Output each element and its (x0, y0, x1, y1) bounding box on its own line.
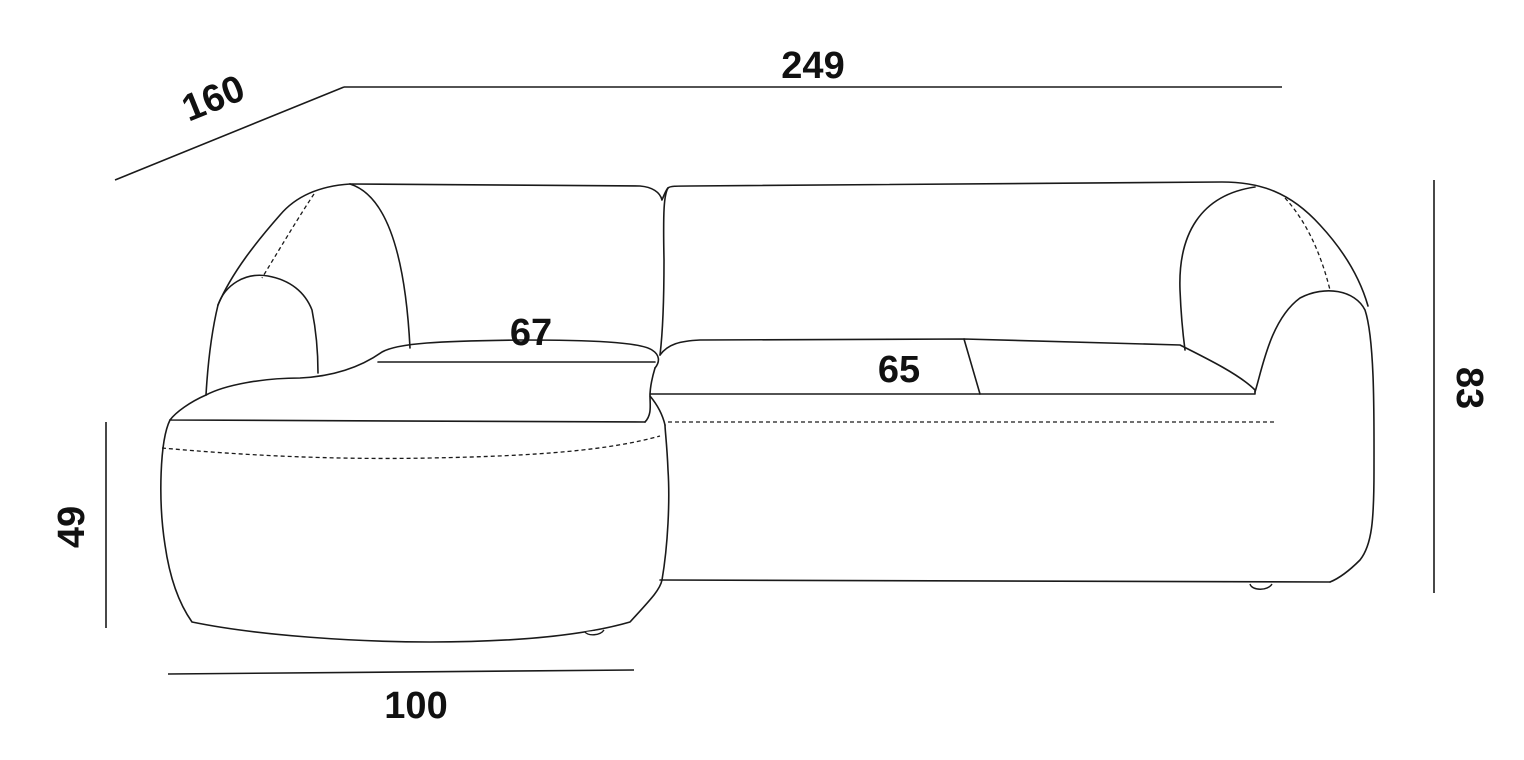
chaise-back-cushion-front (349, 183, 411, 349)
right-back-cushion-front (1179, 186, 1256, 351)
dimension-labels: 249 160 83 49 100 67 65 (51, 45, 1490, 727)
chaise-back-dashed-seam (261, 193, 315, 279)
main-back-cushion (667, 181, 1369, 307)
left-armrest (217, 274, 319, 374)
right-armrest (1254, 290, 1375, 583)
chaise-width-dimension-line (167, 669, 635, 675)
total-width-label: 249 (781, 45, 844, 87)
chaise-front-body (160, 419, 670, 643)
dimension-lines (105, 86, 1435, 675)
chaise-width-label: 100 (384, 685, 447, 727)
chaise-side-fold (649, 367, 666, 426)
right-back-dashed-seam (1284, 197, 1331, 291)
chaise-back-cushion (349, 183, 669, 201)
chaise-seat-cushion (205, 339, 660, 396)
seat-depth-label: 65 (878, 349, 920, 391)
depth-dimension-line (114, 86, 345, 181)
chaise-top-dashed-seam (161, 435, 661, 460)
sofa-outline (160, 181, 1375, 643)
chaise-leg (584, 629, 605, 636)
chaise-corner (644, 395, 652, 423)
chaise-seat-depth-label: 67 (510, 312, 552, 354)
seat-cushion-divider (963, 338, 981, 395)
left-armrest-front (205, 304, 219, 396)
main-seat-cushions (649, 338, 1256, 395)
height-label: 83 (1448, 367, 1490, 409)
main-front-body (659, 579, 1331, 583)
depth-label: 160 (176, 68, 251, 131)
chaise-back-outer (217, 183, 351, 306)
seat-height-label: 49 (51, 506, 93, 548)
main-leg (1249, 583, 1273, 590)
main-back-cushion-left-edge (659, 187, 669, 356)
chaise-seat-front-edge (169, 394, 646, 423)
